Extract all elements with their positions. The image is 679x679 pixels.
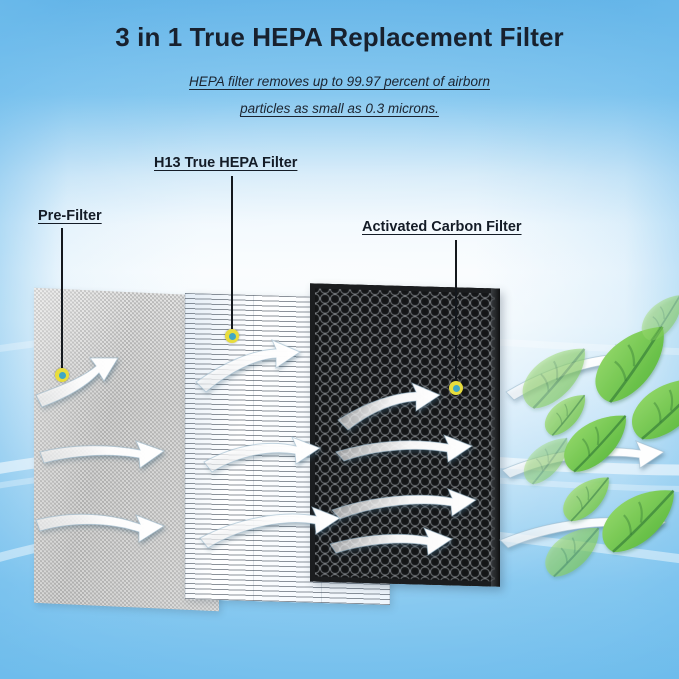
subtitle-line-2: particles as small as 0.3 microns.	[240, 101, 439, 116]
callout-label-pre-filter: Pre-Filter	[38, 208, 102, 224]
page-subtitle: HEPA filter removes up to 99.97 percent …	[0, 68, 679, 122]
marker-dot-pre-filter	[55, 368, 69, 382]
carbon-filter-edge	[491, 288, 500, 587]
callout-label-hepa-filter: H13 True HEPA Filter	[154, 155, 298, 171]
carbon-filter-frame	[310, 283, 500, 587]
subtitle-line-1: HEPA filter removes up to 99.97 percent …	[189, 74, 490, 89]
leader-line-hepa-filter	[231, 176, 233, 331]
leader-line-pre-filter	[61, 228, 63, 370]
page-title: 3 in 1 True HEPA Replacement Filter	[115, 22, 564, 52]
leader-line-carbon-filter	[455, 240, 457, 383]
callout-label-carbon-filter: Activated Carbon Filter	[362, 219, 522, 235]
marker-dot-hepa-filter	[225, 329, 239, 343]
carbon-filter-panel	[310, 283, 500, 587]
marker-dot-carbon-filter	[449, 381, 463, 395]
